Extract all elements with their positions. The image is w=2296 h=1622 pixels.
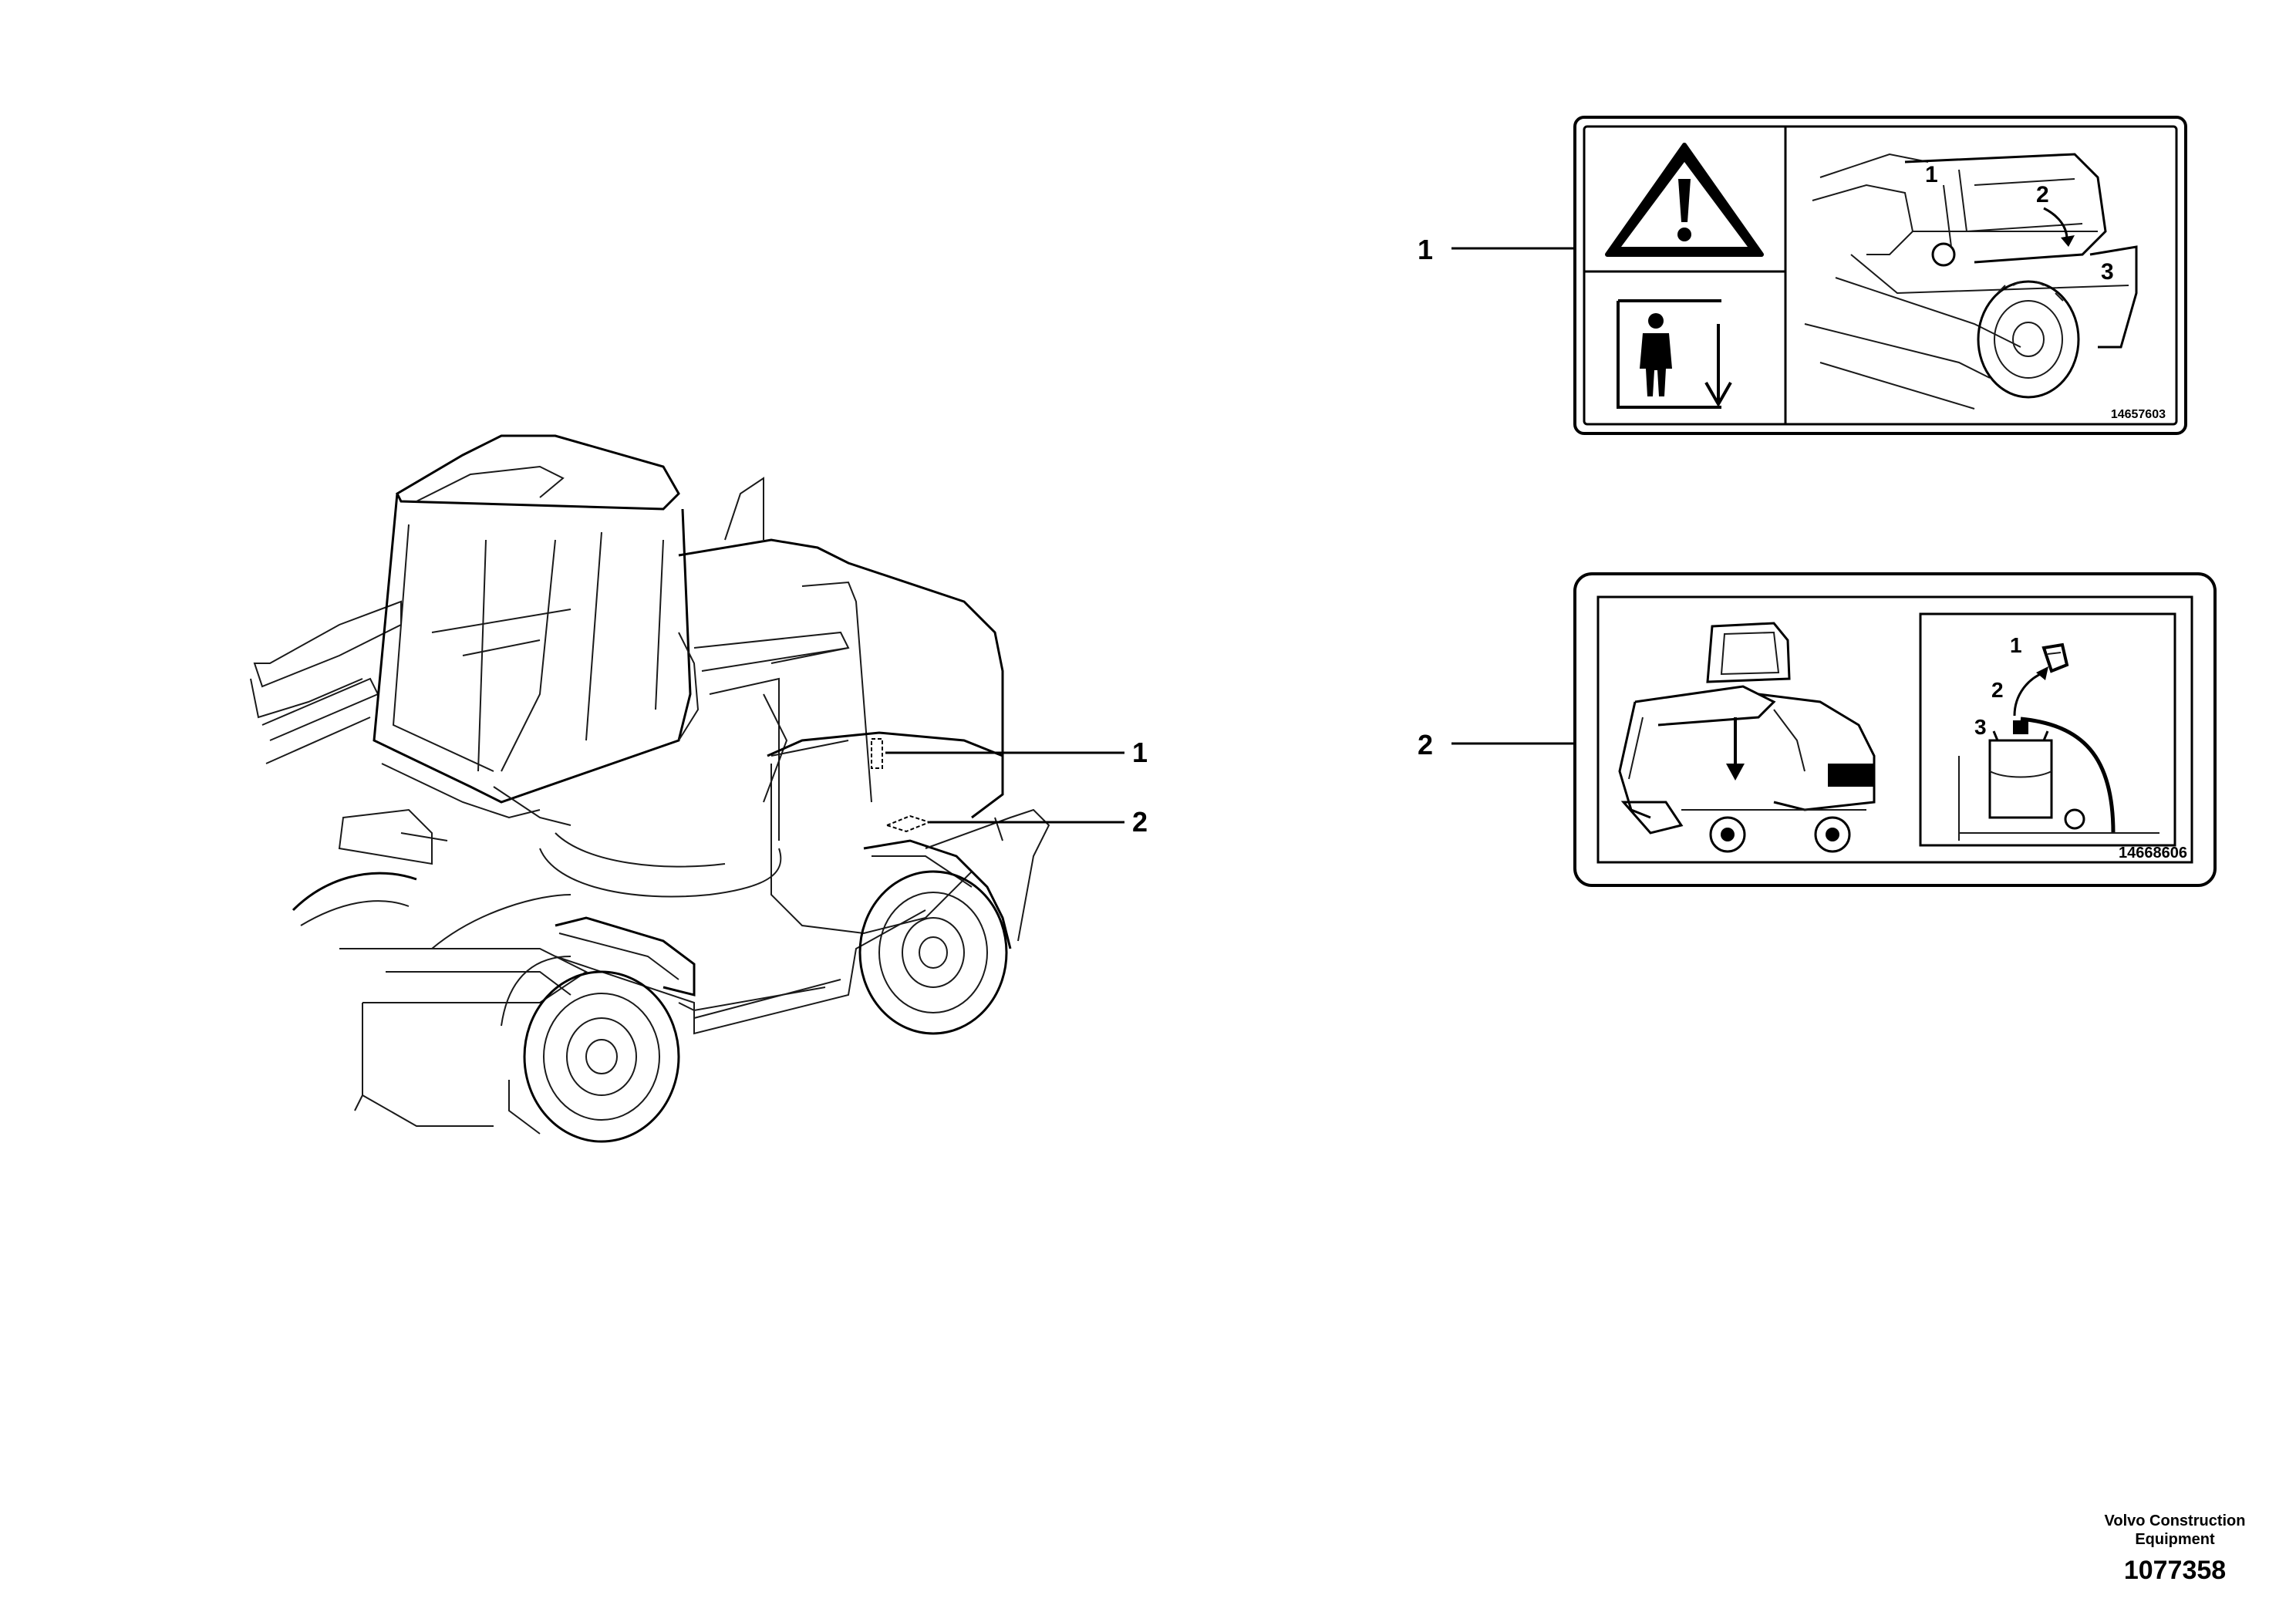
main-callout-1: 1 [1132, 737, 1148, 768]
decal-2-location [885, 814, 932, 833]
decal-2-panel: 2 [1418, 572, 2217, 887]
decal-1-inset-number-2: 2 [2036, 182, 2049, 207]
decal-1-image-ref: 14657603 [2111, 408, 2166, 421]
excavator-drawing [250, 434, 1050, 1143]
company-name-line1: Volvo Construction [2104, 1512, 2246, 1529]
person-lower-icon [1617, 299, 1732, 409]
warning-triangle-icon [1605, 143, 1764, 257]
decal-1-inset-number-3: 3 [2101, 259, 2114, 285]
footer-brand: Volvo Construction Equipment 1077358 [2098, 1512, 2252, 1587]
decal-1-callout: 1 [1418, 234, 1433, 265]
decal-2-inset-number-1: 1 [2010, 633, 2022, 657]
company-name-line2: Equipment [2135, 1531, 2215, 1548]
decal-2-image-ref: 14668606 [2119, 845, 2187, 862]
decal-2-callout: 2 [1418, 729, 1433, 760]
decal-1-inset-illustration: 1 2 3 [1804, 153, 2138, 410]
decal-1-panel: 1 [1418, 116, 2187, 435]
decal-2-inset-number-2: 2 [1991, 678, 2004, 702]
decal-2-excavator-illustration [1618, 622, 1876, 853]
main-callout-2: 2 [1132, 806, 1148, 838]
decal-2-inset-number-3: 3 [1974, 715, 1987, 739]
decal-1-inset-number-1: 1 [1925, 162, 1938, 187]
decal-1-location [871, 738, 883, 769]
decal-2-reservoir-illustration: 1 2 3 [1958, 633, 2159, 841]
part-number: 1077358 [2123, 1556, 2227, 1585]
